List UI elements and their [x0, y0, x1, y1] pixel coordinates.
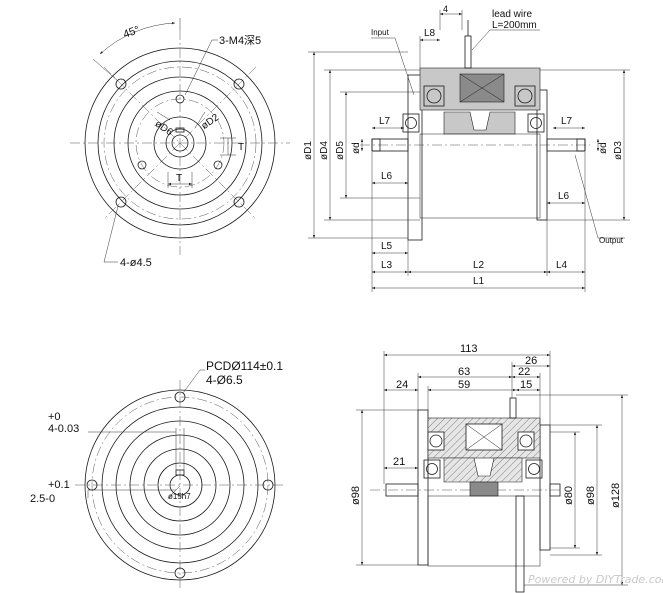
l6-right-label: L6	[558, 191, 570, 202]
dim-113: 113	[460, 343, 478, 355]
d1-label: øD1	[303, 141, 314, 160]
l3-label: L3	[381, 260, 393, 271]
l5-label: L5	[381, 241, 393, 252]
input-label: Input	[371, 28, 390, 37]
top-right-section-view	[308, 10, 630, 292]
pcd-holes-label: 4-Ø6.5	[206, 373, 243, 387]
top-left-front-view	[70, 18, 290, 263]
d4-label: øD4	[319, 141, 330, 160]
lead-wire-length: L=200mm	[492, 20, 537, 31]
l8-label: L8	[424, 28, 436, 39]
thread-label: 3-M4深5	[219, 34, 261, 47]
dim-21: 21	[393, 456, 405, 468]
dim-15: 15	[520, 379, 532, 391]
pcd-label: PCDØ114±0.1	[206, 359, 283, 373]
dim-4: 4	[443, 4, 448, 14]
tolerance1-upper: +0	[48, 411, 61, 423]
dim-59: 59	[458, 379, 470, 391]
l6-left-label: L6	[381, 171, 393, 182]
tolerance2-lower: 2.5-0	[30, 493, 55, 505]
dim-80: ø80	[563, 486, 575, 505]
dim-26: 26	[525, 355, 537, 367]
watermark: Powered by DIYTrade.com	[528, 573, 663, 586]
t-label-right: T	[238, 142, 244, 153]
dim-24: 24	[396, 379, 408, 391]
d5-label: øD5	[335, 141, 346, 160]
output-label: Output	[599, 236, 624, 245]
l2-label: L2	[473, 260, 485, 271]
dim-98-right: ø98	[585, 486, 597, 505]
dim-98-left: ø98	[350, 486, 362, 505]
d3-label: øD3	[613, 141, 624, 160]
bottom-right-section-view	[356, 351, 628, 593]
tolerance2-upper: +0.1	[48, 479, 70, 491]
tolerance1-lower: 4-0.03	[48, 423, 79, 435]
d-right-label: ød	[598, 142, 609, 154]
t-label-bottom: T	[176, 173, 182, 184]
d6-label: øD6	[153, 118, 175, 138]
l7-right-label: L7	[561, 116, 573, 127]
angle-label: 45°	[122, 24, 142, 41]
bottom-left-front-view	[75, 369, 285, 590]
lead-wire-label: lead wire	[492, 9, 532, 20]
d-left-label: ød	[351, 142, 362, 154]
d2-label: øD2	[199, 112, 221, 132]
shaft-label: ø15h7	[168, 492, 191, 501]
dim-22: 22	[518, 366, 530, 378]
l4-label: L4	[556, 260, 568, 271]
dim-63: 63	[458, 366, 470, 378]
dim-128: ø128	[610, 483, 622, 508]
l7-left-label: L7	[379, 116, 391, 127]
holes-label: 4-ø4.5	[120, 257, 152, 269]
l1-label: L1	[473, 276, 485, 287]
